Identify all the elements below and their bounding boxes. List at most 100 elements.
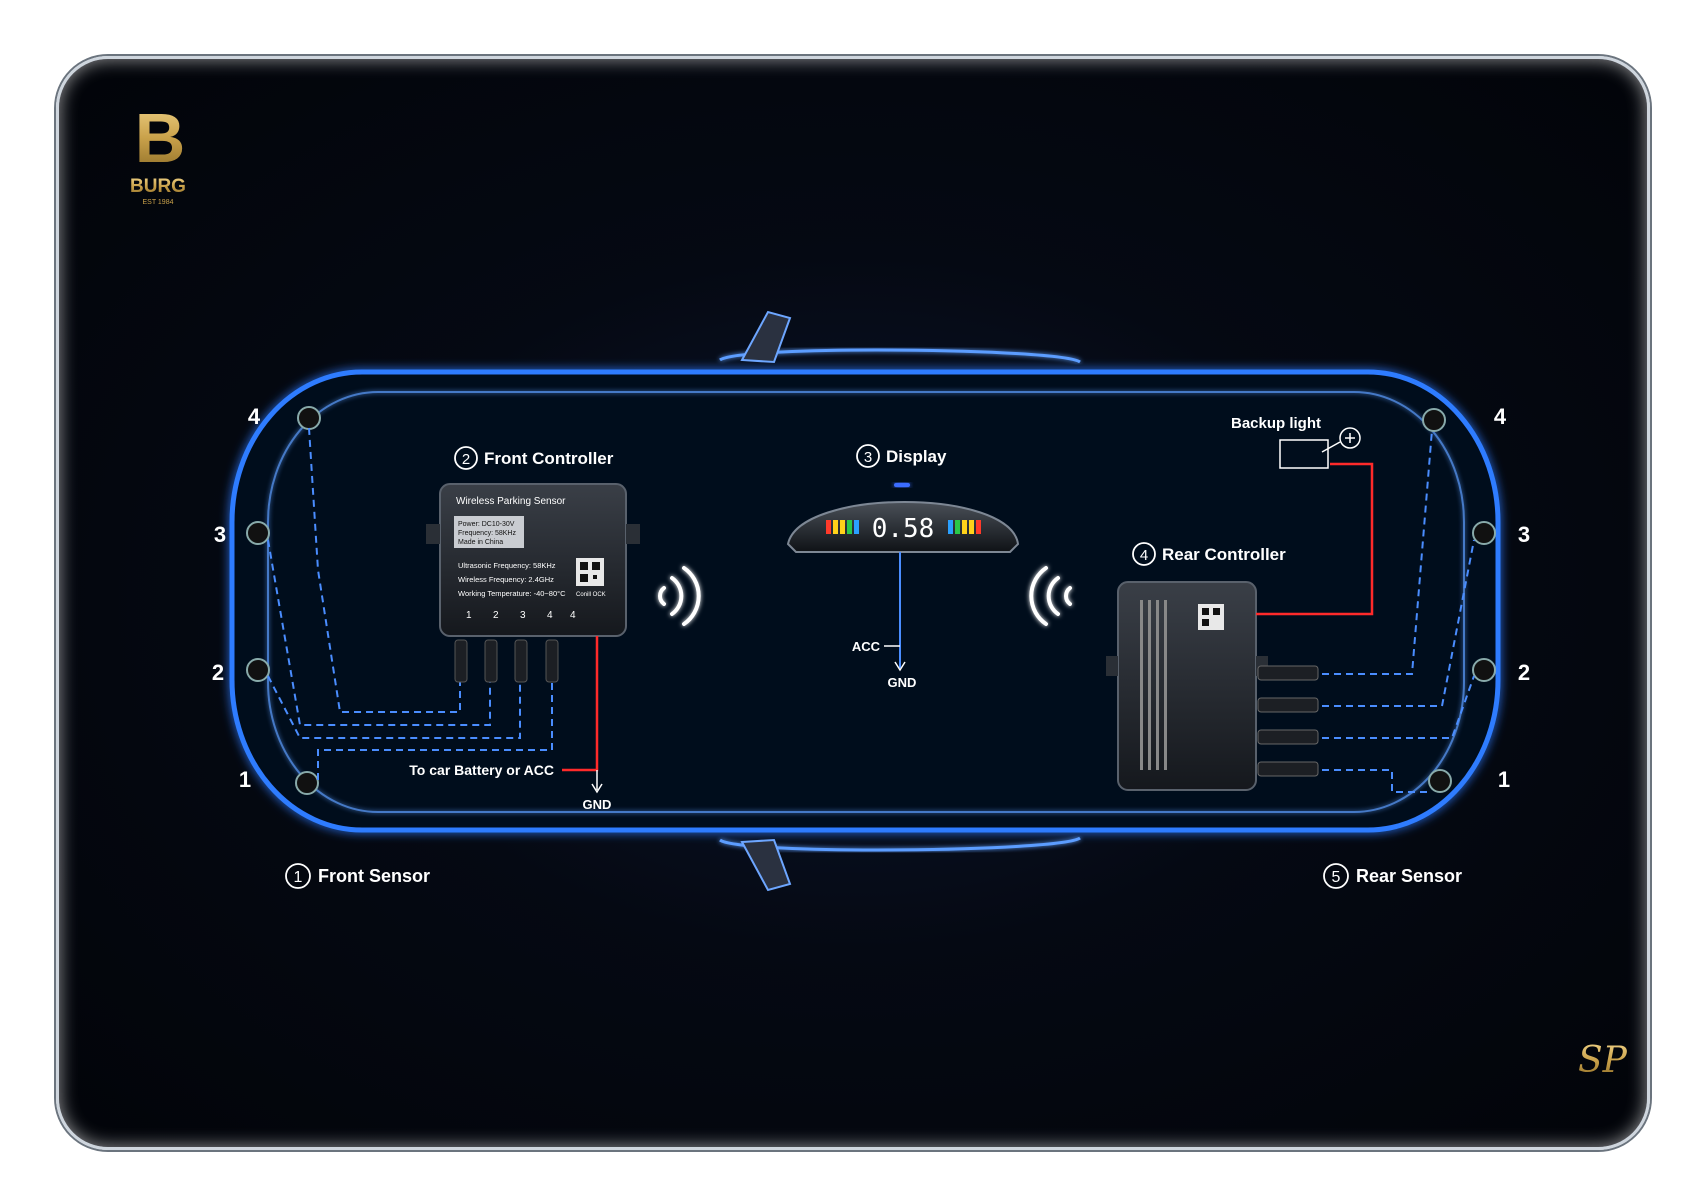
front-connector-2: [484, 639, 498, 683]
backup-light-label: Backup light: [1231, 415, 1321, 432]
signal-out-icon: [658, 566, 701, 626]
front-box-spec-3: Made in China: [458, 539, 503, 546]
rear-controller-title: Rear Controller: [1162, 545, 1286, 564]
front-connector-3: [514, 639, 528, 683]
rear-sensor-number-3: 3: [1518, 522, 1530, 547]
front-box-info-3: Working Temperature: -40~80°C: [458, 589, 566, 598]
rear-connector-4: [1257, 761, 1319, 777]
brand-logo: B BURG EST 1984: [130, 99, 186, 206]
rear-sensor-number-4: 4: [1494, 404, 1507, 429]
left-mirror: [740, 310, 792, 364]
front-controller-number: 2: [462, 451, 470, 468]
car-body-inner: [267, 391, 1465, 813]
front-sensor-4: [297, 406, 321, 430]
rear-sensor-number-2: 2: [1518, 660, 1530, 685]
rear-sensor-label: 5 Rear Sensor: [1323, 863, 1462, 889]
front-sensor-number-4: 4: [248, 404, 261, 429]
front-sensors: 4 3 2 1: [212, 404, 321, 795]
backup-light-plus-icon: [1339, 427, 1361, 449]
rear-sensor-1: [1428, 769, 1452, 793]
display-wires: [884, 552, 906, 672]
front-sensor-number-1: 1: [239, 767, 251, 792]
display-title: Display: [886, 447, 947, 466]
acc-label: ACC: [852, 639, 881, 654]
display-right-bars: [948, 520, 981, 534]
brand-name: BURG: [130, 176, 186, 197]
component-labels: 2 Front Controller 3 Display 4 Rear Cont…: [285, 444, 1462, 889]
rear-controller-label: 4 Rear Controller: [1132, 542, 1286, 566]
front-controller: Wireless Parking Sensor Power: DC10-30V …: [426, 483, 640, 683]
rear-sensor-4: [1422, 408, 1446, 432]
front-gnd-arrow: [591, 783, 603, 794]
car-roof-line: [719, 348, 1081, 364]
signal-in-icon: [1029, 566, 1072, 626]
front-box-title: Wireless Parking Sensor: [456, 496, 566, 507]
rear-box-qr-code: [1198, 604, 1224, 630]
front-sensor-wires: [267, 427, 553, 780]
front-sensor-2: [246, 658, 270, 682]
rear-connector-3: [1257, 729, 1319, 745]
rear-connector-1: [1257, 665, 1319, 681]
backup-light-wire: [1256, 462, 1374, 616]
display-reading: 0.58: [872, 514, 935, 544]
brand-tagline: EST 1984: [142, 199, 173, 206]
front-box-qr-caption: Conill OCK: [576, 592, 606, 598]
front-sensor-number-2: 2: [212, 660, 224, 685]
rear-wire-4: [1322, 429, 1433, 675]
front-controller-label: 2 Front Controller: [454, 446, 614, 470]
rear-wire-1: [1322, 769, 1430, 793]
car-outline: [229, 310, 1501, 892]
front-sensor-title: Front Sensor: [318, 866, 430, 886]
rear-connector-2: [1257, 697, 1319, 713]
front-connector-1: [454, 639, 468, 683]
front-box-port-1: 1: [466, 610, 472, 621]
front-wire-4: [308, 427, 461, 713]
front-sensor-number: 1: [294, 869, 303, 886]
front-sensor-3: [246, 521, 270, 545]
rear-wire-2: [1322, 675, 1475, 739]
display-gnd-arrow: [894, 661, 906, 672]
front-box-port-5: 4: [570, 610, 576, 621]
front-box-spec-plate: [454, 516, 524, 548]
front-box-info-1: Ultrasonic Frequency: 58KHz: [458, 561, 556, 570]
front-connector-4: [545, 639, 559, 683]
front-wire-1: [317, 660, 553, 780]
front-power-wires: [562, 636, 603, 794]
front-gnd-label: GND: [583, 797, 612, 812]
front-box-spec-2: Frequency: 58KHz: [458, 530, 516, 537]
rear-controller: [1106, 581, 1319, 791]
front-wire-3: [267, 539, 491, 726]
rear-wire-3: [1322, 539, 1475, 707]
rear-sensor-3: [1472, 521, 1496, 545]
front-box-port-4: 4: [547, 610, 553, 621]
rear-sensor-wires: [1322, 429, 1475, 793]
display-unit: 0.58: [786, 483, 1020, 553]
rear-sensor-title: Rear Sensor: [1356, 866, 1462, 886]
display-label: 3 Display: [856, 444, 947, 468]
rear-controller-box: [1117, 581, 1257, 791]
display-gnd-label: GND: [888, 675, 917, 690]
display-indicator: [894, 483, 910, 487]
front-controller-mount-right: [626, 524, 640, 544]
front-wire-2: [267, 660, 521, 739]
brand-letter: B: [135, 99, 186, 177]
display-number: 3: [864, 449, 872, 466]
rear-sensors: 4 3 2 1: [1422, 404, 1530, 793]
display-housing: [786, 501, 1020, 553]
backup-light-wiring: [1256, 427, 1374, 616]
battery-label: To car Battery or ACC: [409, 762, 554, 778]
rear-box-ribs: [1140, 600, 1167, 770]
rear-controller-number: 4: [1140, 547, 1148, 564]
front-sensor-1: [295, 771, 319, 795]
front-controller-title: Front Controller: [484, 449, 614, 468]
front-sensor-label: 1 Front Sensor: [285, 863, 430, 889]
front-sensor-number-3: 3: [214, 522, 226, 547]
right-mirror: [740, 838, 792, 892]
display-left-bars: [826, 520, 859, 534]
front-controller-mount-left: [426, 524, 440, 544]
front-box-spec-1: Power: DC10-30V: [458, 521, 515, 528]
backup-light-icon: [1279, 439, 1329, 469]
signature-mark: SP: [1578, 1040, 1628, 1081]
front-box-port-3: 3: [520, 610, 526, 621]
